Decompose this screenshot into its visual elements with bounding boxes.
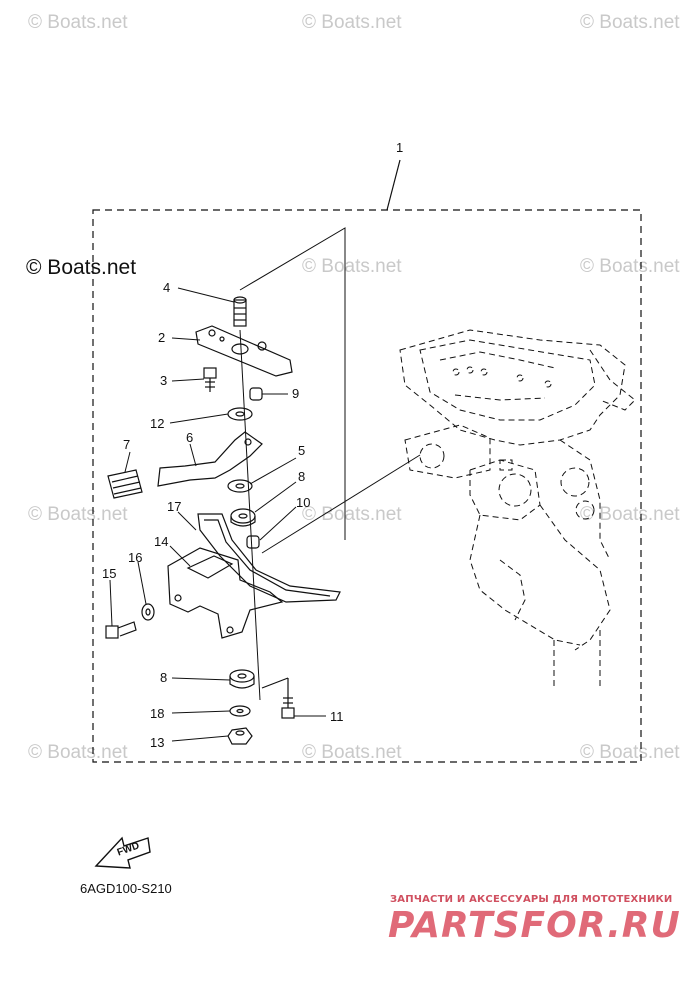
callout-7: 7 [123,437,131,452]
watermark: © Boats.net [302,256,402,277]
callout-17: 17 [167,499,182,514]
callout-4: 4 [163,280,171,295]
callout-9: 9 [292,386,300,401]
part-6-spring-plate [157,431,263,487]
callout-2: 2 [158,330,166,345]
callout-6: 6 [186,430,194,445]
watermark: © Boats.net [580,256,680,277]
part-8-grommet-lower [229,669,255,689]
callout-10: 10 [296,495,311,510]
promo-logo: PARTSFOR.RU [388,905,681,946]
watermark: © Boats.net [302,742,402,763]
part-5-washer [227,479,253,493]
part-12-washer [227,407,253,421]
fwd-arrow-icon [94,836,151,869]
callout-8-lower: 8 [160,670,168,685]
part-3-screw [203,367,217,392]
part-18-washer [229,705,251,717]
part-4-bolt [233,296,247,327]
callout-3: 3 [160,373,168,388]
callout-11: 11 [330,709,344,724]
callout-1: 1 [396,140,404,155]
callout-8-upper: 8 [298,469,306,484]
part-8-grommet-upper [230,508,256,527]
part-10-collar [246,535,260,549]
watermark: © Boats.net [580,12,680,33]
watermark: © Boats.net [28,742,128,763]
part-17-curved-bracket [197,513,341,603]
part-9-collar [249,387,263,401]
callout-12: 12 [150,416,165,431]
watermark: © Boats.net [580,504,680,525]
part-16-washer [141,603,155,621]
watermark: © Boats.net [302,12,402,33]
callout-15: 15 [102,566,117,581]
watermark-main: © Boats.net [26,256,137,279]
leader-lines [109,287,326,742]
diagram-code: 6AGD100-S210 [80,881,172,896]
watermark: © Boats.net [28,504,128,525]
promo-tagline: ЗАПЧАСТИ И АКСЕССУАРЫ ДЛЯ МОТОТЕХНИКИ [390,894,673,905]
watermark: © Boats.net [302,504,402,525]
part-2-plate [195,325,293,377]
callout-18: 18 [150,706,165,721]
leader-line [386,159,401,211]
part-11-screw [261,677,295,719]
watermark: © Boats.net [28,12,128,33]
part-7-spring [107,469,143,499]
part-15-bolt [105,621,137,639]
outboard-bracket-outline [399,329,636,690]
assembly-frame [92,209,642,763]
watermark: © Boats.net [580,742,680,763]
part-13-nut [227,727,253,745]
callout-14: 14 [154,534,169,549]
part-14-bracket [167,547,284,639]
callout-5: 5 [298,443,306,458]
callout-16: 16 [128,550,143,565]
callout-13: 13 [150,735,165,750]
